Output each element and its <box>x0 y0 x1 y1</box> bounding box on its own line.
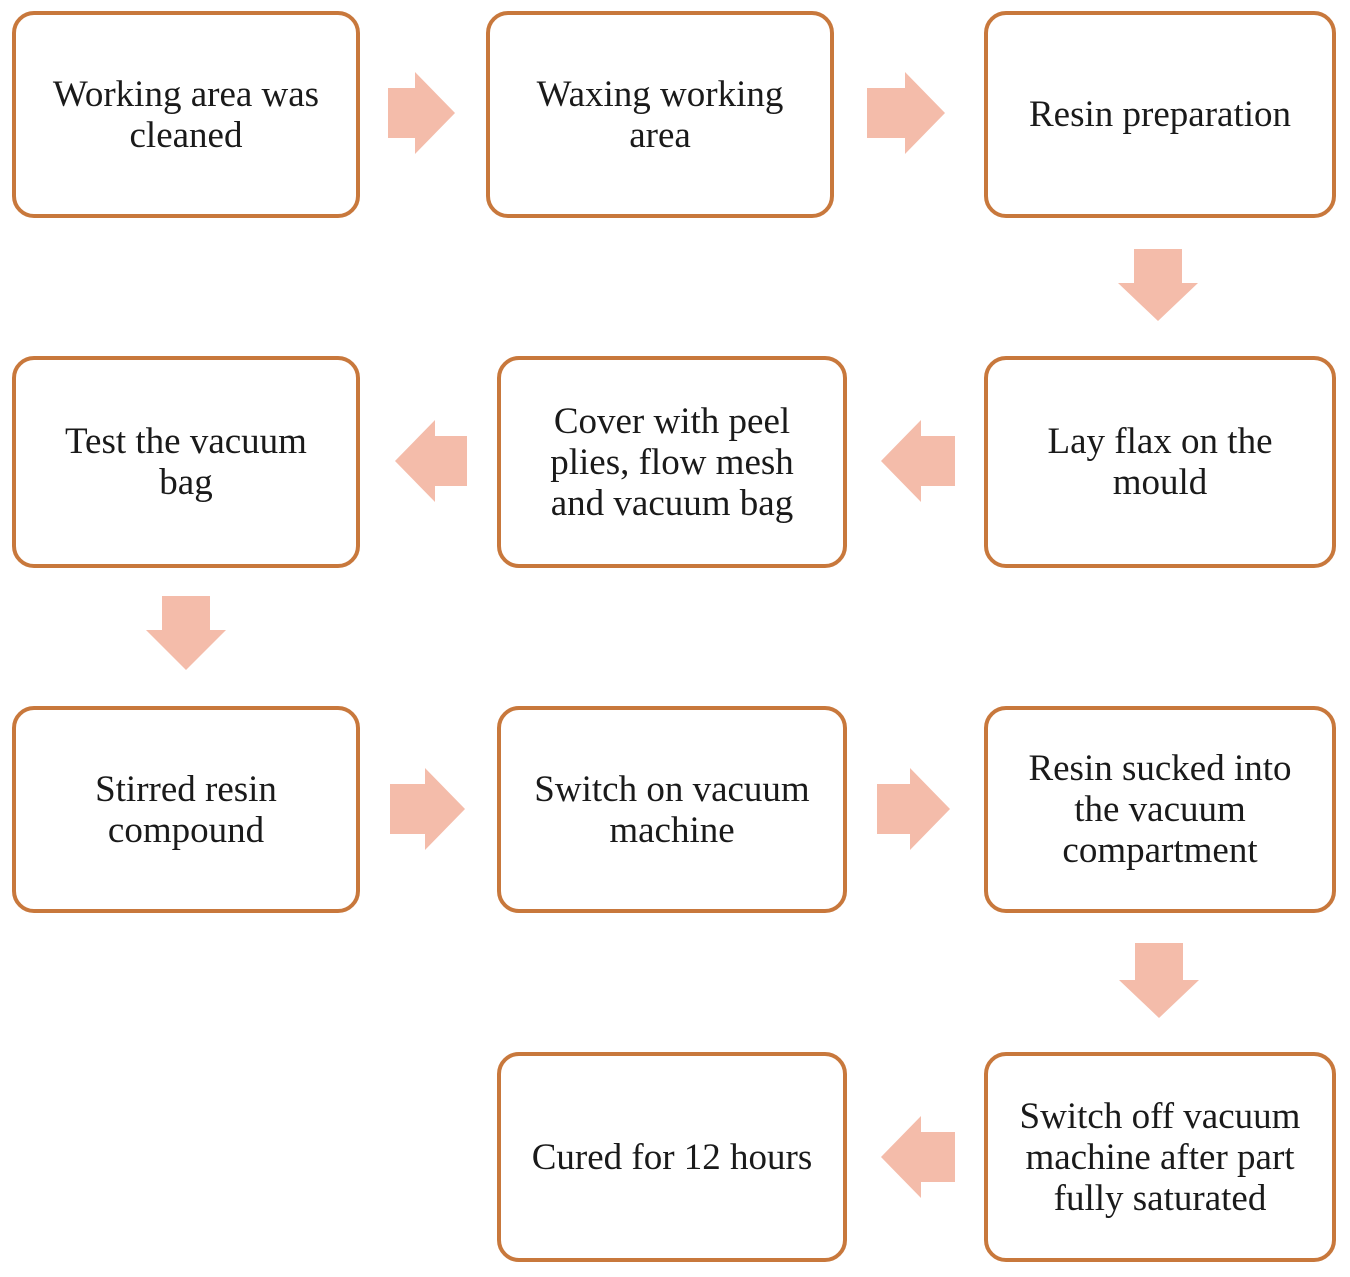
arrow-right-icon <box>390 768 465 850</box>
step-label-flax: Lay flax on the mould <box>1047 421 1273 503</box>
step-box-clean: Working area was cleaned <box>12 11 360 218</box>
step-box-flax: Lay flax on the mould <box>984 356 1336 568</box>
step-label-cure: Cured for 12 hours <box>531 1136 813 1178</box>
arrow-right-icon <box>388 72 455 154</box>
step-label-wax: Waxing working area <box>536 73 784 156</box>
step-label-test: Test the vacuum bag <box>65 421 307 503</box>
arrow-down-icon <box>146 596 226 670</box>
arrow-left-icon <box>881 1116 955 1198</box>
step-box-resin: Resin preparation <box>984 11 1336 218</box>
arrow-right-icon <box>877 768 950 850</box>
arrow-left-icon <box>395 420 467 502</box>
step-label-switchoff: Switch off vacuum machine after part ful… <box>1019 1095 1301 1219</box>
arrow-down-icon <box>1118 249 1198 321</box>
arrow-down-icon <box>1119 943 1199 1018</box>
step-box-switchon: Switch on vacuum machine <box>497 706 847 913</box>
step-box-cover: Cover with peel plies, flow mesh and vac… <box>497 356 847 568</box>
step-box-suck: Resin sucked into the vacuum compartment <box>984 706 1336 913</box>
step-label-resin: Resin preparation <box>1029 94 1291 135</box>
step-label-clean: Working area was cleaned <box>52 73 320 156</box>
step-box-cure: Cured for 12 hours <box>497 1052 847 1262</box>
arrow-left-icon <box>881 420 955 502</box>
step-box-stir: Stirred resin compound <box>12 706 360 913</box>
arrow-right-icon <box>867 72 945 154</box>
step-label-suck: Resin sucked into the vacuum compartment <box>1028 748 1292 871</box>
step-box-test: Test the vacuum bag <box>12 356 360 568</box>
step-label-cover: Cover with peel plies, flow mesh and vac… <box>550 400 794 524</box>
step-box-switchoff: Switch off vacuum machine after part ful… <box>984 1052 1336 1262</box>
step-box-wax: Waxing working area <box>486 11 834 218</box>
step-label-stir: Stirred resin compound <box>95 768 277 851</box>
step-label-switchon: Switch on vacuum machine <box>534 768 810 851</box>
